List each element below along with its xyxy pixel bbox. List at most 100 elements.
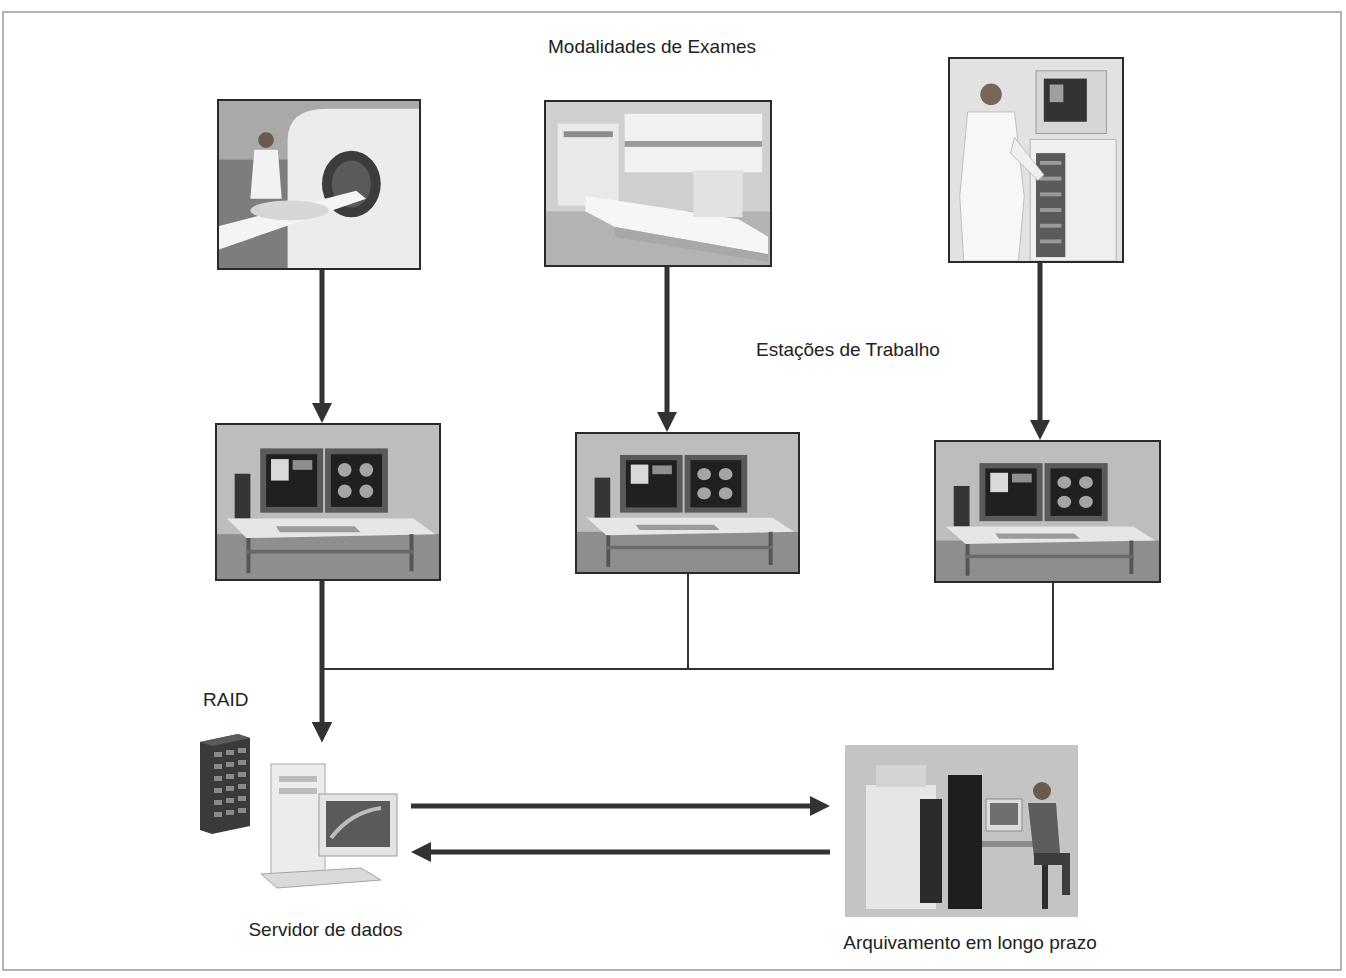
- image-box: [948, 57, 1124, 263]
- illustration-part: [985, 468, 1036, 516]
- illustration-part: [235, 474, 251, 519]
- illustration-part: [1040, 192, 1062, 196]
- illustration-part: [636, 525, 720, 530]
- image-box: [575, 432, 800, 574]
- illustration-part: [697, 487, 711, 499]
- illustration-part: [226, 786, 234, 791]
- section-label: Estações de Trabalho: [756, 339, 940, 361]
- section-label: RAID: [203, 689, 248, 711]
- illustration-part: [238, 760, 246, 765]
- illustration-part: [995, 533, 1080, 538]
- illustration-part: [950, 59, 1122, 261]
- illustration-part: [1033, 782, 1051, 800]
- flow-arrow: [411, 804, 818, 809]
- equipment-illustration: [577, 434, 798, 572]
- illustration-part: [325, 448, 388, 512]
- illustration-part: [1036, 153, 1065, 257]
- illustration-part: [620, 455, 683, 513]
- illustration-part: [250, 201, 328, 221]
- illustration-part: [1057, 476, 1071, 488]
- illustration-part: [246, 538, 250, 573]
- illustration-part: [1034, 853, 1070, 895]
- illustration-part: [595, 478, 611, 518]
- illustration-part: [266, 454, 317, 507]
- equipment-illustration: [241, 742, 411, 892]
- illustration-part: [685, 455, 748, 513]
- illustration-part: [1028, 803, 1060, 857]
- illustration-part: [546, 102, 770, 265]
- illustration-part: [238, 748, 246, 753]
- illustration-part: [238, 796, 246, 801]
- illustration-part: [1057, 496, 1071, 508]
- illustration-part: [1040, 208, 1062, 212]
- image-box: [215, 423, 441, 581]
- illustration-part: [980, 84, 1002, 106]
- illustration-part: [577, 434, 798, 572]
- illustration-part: [214, 800, 222, 805]
- illustration-part: [631, 465, 649, 484]
- illustration-part: [920, 799, 942, 903]
- illustration-part: [986, 799, 1022, 831]
- illustration-part: [719, 468, 733, 480]
- link-line: [322, 583, 1053, 730]
- illustration-part: [1040, 177, 1062, 181]
- illustration-part: [359, 484, 373, 498]
- image-node: Arquivamento em longo prazo: [830, 745, 1110, 960]
- raid-icon: [200, 734, 250, 834]
- equipment-illustration: [219, 101, 419, 268]
- node-caption: Arquivamento em longo prazo: [843, 932, 1096, 954]
- illustration-part: [214, 764, 222, 769]
- illustration-part: [1040, 239, 1062, 243]
- link-line: [322, 574, 688, 730]
- illustration-part: [558, 123, 619, 205]
- illustration-part: [719, 487, 733, 499]
- illustration-part: [217, 534, 439, 579]
- illustration-part: [217, 425, 439, 579]
- flow-arrow: [320, 270, 325, 411]
- equipment-illustration: [217, 425, 439, 579]
- illustration-part: [948, 775, 982, 909]
- illustration-part: [1036, 71, 1106, 134]
- illustration-part: [258, 132, 274, 148]
- illustration-part: [966, 544, 970, 576]
- illustration-part: [226, 798, 234, 803]
- illustration-part: [954, 486, 970, 526]
- flow-arrow: [1038, 263, 1043, 428]
- illustration-part: [200, 734, 250, 746]
- illustration-part: [319, 794, 397, 856]
- illustration-part: [625, 114, 763, 173]
- illustration-part: [226, 762, 234, 767]
- illustration-part: [577, 532, 798, 572]
- illustration-part: [690, 460, 741, 507]
- illustration-part: [1011, 137, 1044, 180]
- flow-arrow: [423, 850, 830, 855]
- illustration-part: [219, 191, 366, 250]
- image-box: [217, 99, 421, 270]
- equipment-illustration: [950, 59, 1122, 261]
- illustration-part: [214, 812, 222, 817]
- illustration-part: [990, 803, 1018, 825]
- illustration-part: [227, 519, 435, 538]
- illustration-part: [693, 170, 742, 217]
- illustration-part: [615, 227, 768, 262]
- illustration-part: [1012, 474, 1032, 483]
- illustration-part: [960, 112, 1025, 261]
- illustration-part: [271, 764, 325, 876]
- illustration-part: [219, 101, 419, 268]
- illustration-part: [226, 750, 234, 755]
- illustration-part: [845, 745, 1078, 917]
- illustration-part: [338, 484, 352, 498]
- illustration-part: [246, 550, 413, 554]
- illustration-part: [226, 774, 234, 779]
- flow-arrow: [665, 267, 670, 420]
- illustration-part: [946, 526, 1155, 544]
- illustration-part: [238, 772, 246, 777]
- illustration-part: [279, 788, 317, 794]
- illustration-part: [293, 460, 313, 470]
- illustration-part: [250, 150, 281, 199]
- image-node: Servidor de dados: [240, 742, 411, 947]
- equipment-illustration: [936, 442, 1159, 581]
- illustration-part: [1050, 84, 1064, 102]
- illustration-part: [359, 463, 373, 477]
